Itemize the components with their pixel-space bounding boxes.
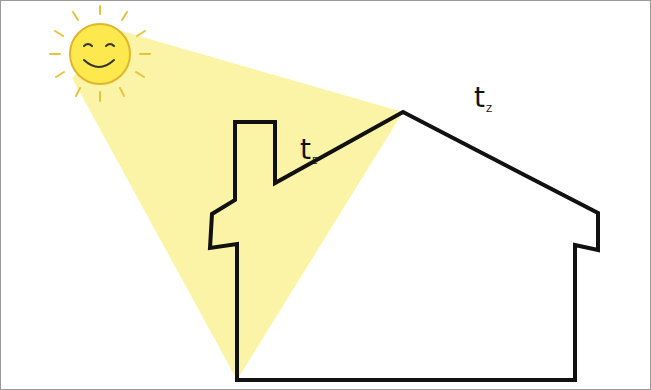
house-outline	[210, 112, 598, 380]
temperature-symbol: t	[300, 136, 311, 164]
sun-rays	[50, 6, 150, 101]
temperature-symbol: t	[474, 84, 485, 112]
subscript-index: Z	[486, 105, 492, 114]
subscript-index: E	[312, 157, 318, 166]
sun-face	[84, 44, 114, 67]
sun	[70, 24, 130, 84]
